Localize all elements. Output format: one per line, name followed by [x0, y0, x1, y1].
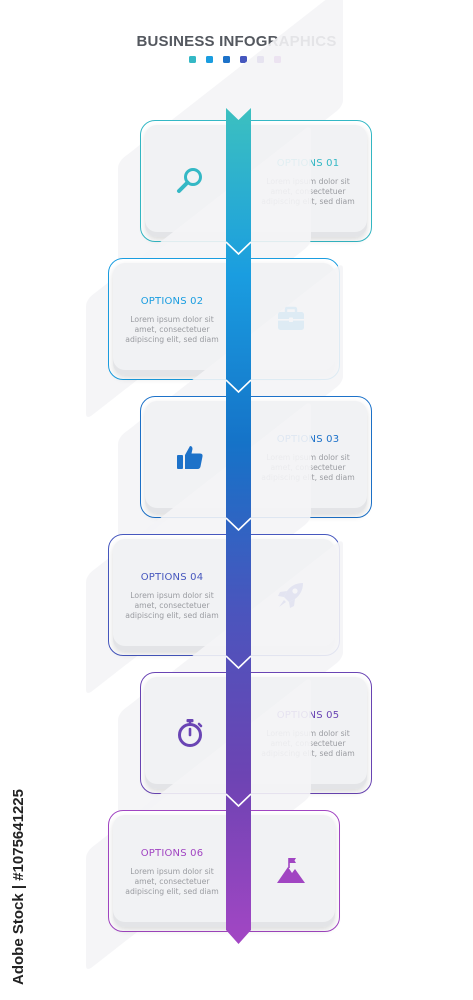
option-title: OPTIONS 04	[140, 572, 204, 583]
description-line: amet, consectetuer	[134, 325, 210, 334]
timeline-arrow	[226, 108, 251, 944]
color-dot	[189, 56, 196, 63]
description-line: Lorem ipsum dolor sit	[130, 315, 214, 324]
card-panel	[113, 815, 335, 927]
description-line: Lorem ipsum dolor sit	[130, 867, 214, 876]
mountain-flag-icon	[275, 855, 307, 887]
description-line: adipiscing elit, sed diam	[125, 335, 219, 344]
description-line: Lorem ipsum dolor sit	[130, 591, 214, 600]
stock-watermark: Adobe Stock | #1075641225	[10, 789, 27, 985]
option-title: OPTIONS 06	[140, 848, 204, 859]
magnifier-icon	[174, 165, 206, 197]
color-dot	[206, 56, 213, 63]
thumbs-up-icon	[174, 441, 206, 473]
color-dot	[240, 56, 247, 63]
description-line: adipiscing elit, sed diam	[125, 887, 219, 896]
option-title: OPTIONS 02	[140, 296, 204, 307]
description-line: amet, consectetuer	[134, 877, 210, 886]
stopwatch-icon	[174, 717, 206, 749]
page-title: BUSINESS INFOGRAPHICS	[136, 33, 337, 50]
color-dot	[223, 56, 230, 63]
description-line: amet, consectetuer	[134, 601, 210, 610]
description-line: adipiscing elit, sed diam	[125, 611, 219, 620]
